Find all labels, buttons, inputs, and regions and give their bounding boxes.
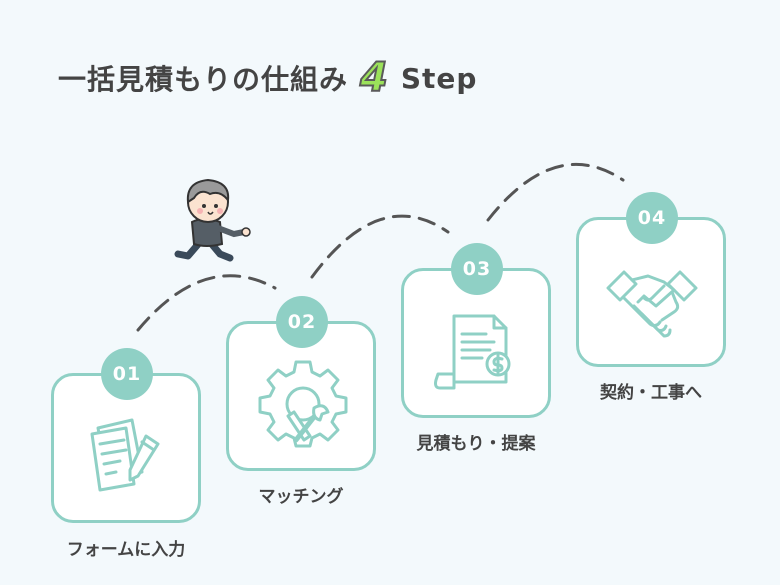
handshake-icon — [606, 270, 698, 338]
quote-document-icon — [434, 314, 511, 390]
connector-arc-3 — [486, 162, 625, 222]
running-boy-icon — [174, 178, 251, 262]
step-badge-02: 02 — [276, 296, 328, 348]
step-badge-03: 03 — [451, 243, 503, 295]
connector-arc-2 — [310, 214, 450, 279]
step-badge-01: 01 — [101, 348, 153, 400]
step-badge-04: 04 — [626, 192, 678, 244]
title-step-number: 4 — [359, 55, 389, 101]
page-title: 一括見積もりの仕組み 4 Step — [58, 56, 477, 100]
step-label-01: フォームに入力 — [66, 540, 186, 560]
step-label-02: マッチング — [258, 487, 344, 507]
title-prefix: 一括見積もりの仕組み — [58, 63, 349, 96]
gear-tools-icon — [258, 360, 348, 448]
connector-arc-1 — [136, 274, 277, 332]
step-label-03: 見積もり・提案 — [416, 434, 536, 454]
title-suffix: Step — [400, 61, 478, 95]
form-pen-icon — [90, 418, 160, 492]
step-label-04: 契約・工事へ — [600, 383, 702, 403]
